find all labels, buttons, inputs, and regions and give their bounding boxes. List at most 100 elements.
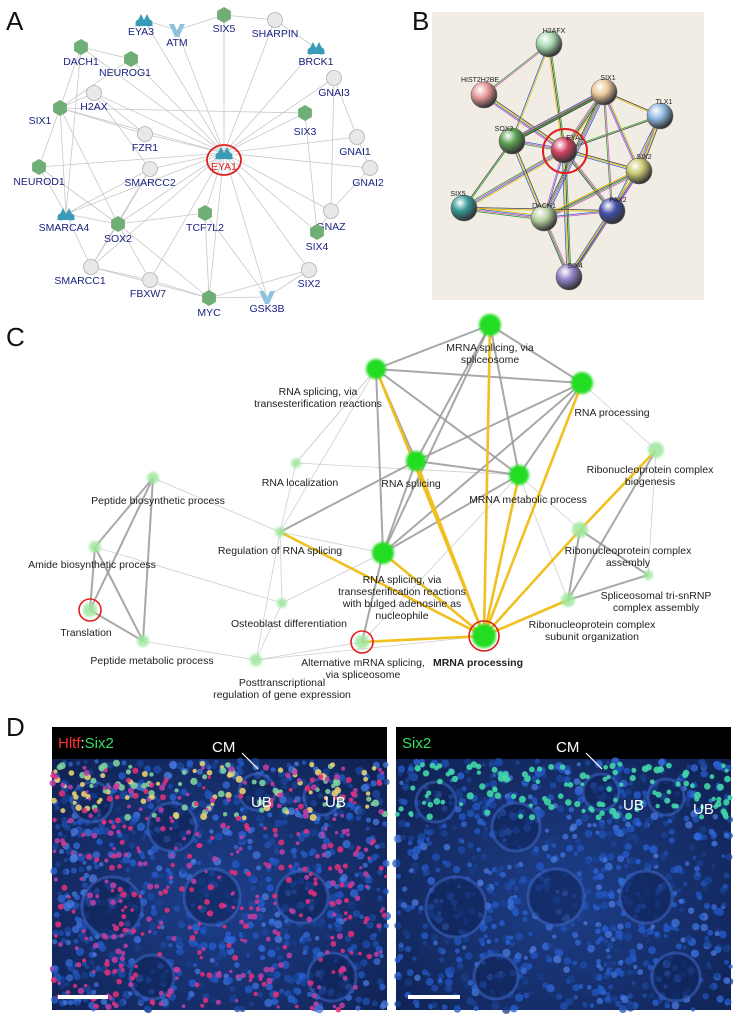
edge-eya1-tcf7l2 <box>204 152 225 214</box>
edge-gnai2-gnaz <box>330 167 371 212</box>
edge-amide-biosynthetic-peptide-metabolic <box>94 546 144 642</box>
tubule-structures <box>70 772 358 1003</box>
term-peptide-metabolic: Peptide metabolic process <box>90 635 214 667</box>
edge-peptide-biosynthetic-peptide-metabolic <box>142 477 154 642</box>
edge-eya1-smarca4 <box>65 152 225 215</box>
edge-smarca4-smarcc1 <box>65 213 92 268</box>
term-translation: Translation <box>60 603 112 639</box>
edge-eya1-dach1 <box>80 46 225 154</box>
node-label-dach1: DACH1 <box>532 203 556 210</box>
edge-eya1-h2ax <box>93 92 225 154</box>
edge-eya1-myc <box>208 152 225 299</box>
edge-rna-localization-mrna-metabolic <box>295 462 520 476</box>
node-smarca4: SMARCA4 <box>39 208 90 234</box>
edge-regulation-rna-splicing-osteoblast <box>279 531 283 604</box>
edge-sox2-six5 <box>463 140 513 209</box>
edge-atm-six5 <box>176 14 225 31</box>
edge-regulation-rna-splicing-rna-splicing-bulged <box>279 531 384 554</box>
node-label-eya1: EYA1 <box>566 135 583 142</box>
edge-eya1-smarcc2 <box>149 152 225 170</box>
hltf-positive-cells <box>49 764 388 1013</box>
term-label-translation: Translation <box>60 627 112 639</box>
term-label-rna-processing: RNA processing <box>574 407 649 419</box>
edge-six4-six2 <box>567 170 641 278</box>
edge-eya1-six5 <box>462 147 566 211</box>
edge-six3-six4 <box>304 112 318 233</box>
edge-sharpin-brck1 <box>274 19 317 49</box>
term-label-osteoblast: Osteoblast differentiation <box>231 618 347 630</box>
node-label-eya3: EYA3 <box>128 26 154 38</box>
edge-six1-sox2 <box>511 90 605 143</box>
term-label-peptide-biosynthetic: Peptide biosynthetic process <box>91 495 225 507</box>
edge-rnp-assembly-mrna-metabolic <box>518 474 581 531</box>
panel-letter-a: A <box>6 6 24 36</box>
edge-sox2-tcf7l2 <box>117 212 206 225</box>
node-gnai2: GNAI2 <box>352 160 384 189</box>
micrograph-left-legend: Hltf:Six2 <box>58 735 114 752</box>
edge-smarcc1-fbxw7 <box>90 266 151 281</box>
cm-pointer-line <box>241 752 259 770</box>
term-mrna-processing: MRNA processing <box>433 624 523 669</box>
node-label-sharpin: SHARPIN <box>252 28 299 40</box>
node-six3: SIX3 <box>294 105 317 138</box>
term-alt-mrna-splicing: Alternative mRNA splicing,via spliceosom… <box>301 635 425 681</box>
node-label-gnai2: GNAI2 <box>352 177 384 189</box>
node-label-six3: SIX3 <box>294 126 317 138</box>
edge-mrna-processing-mrna-splicing-spliceosome <box>482 324 492 637</box>
tissue-edge-background <box>52 727 387 759</box>
edge-rnp-subunit-tri-snrnp <box>567 574 649 601</box>
node-label-gnai1: GNAI1 <box>339 146 371 158</box>
edge-six1-pax2 <box>602 91 614 212</box>
term-label-alt-mrna-splicing: Alternative mRNA splicing,via spliceosom… <box>301 657 425 681</box>
edge-mrna-processing-rna-processing <box>482 382 584 637</box>
scale-bar-left <box>58 995 108 999</box>
node-label-dach1: DACH1 <box>63 56 99 68</box>
node-h2afx: H2AFX <box>535 28 566 58</box>
node-atm: ATM <box>166 24 188 49</box>
edge-mrna-splicing-spliceosome-rna-splicing <box>415 324 491 462</box>
edge-posttranscriptional-alt-mrna-splicing <box>255 641 363 661</box>
node-label-neurog1: NEUROG1 <box>99 67 151 79</box>
node-eya1: EYA1 <box>211 147 237 173</box>
node-six1: SIX1 <box>590 75 618 106</box>
edge-eya1-six2 <box>223 152 310 271</box>
node-label-six5: SIX5 <box>450 191 465 198</box>
legend-hltf: Hltf <box>58 735 81 752</box>
node-six1: SIX1 <box>29 100 67 127</box>
edge-six1-sox2 <box>59 107 119 225</box>
node-gsk3b: GSK3B <box>249 291 285 315</box>
edge-eya1-sharpin <box>223 19 276 154</box>
node-dach1: DACH1 <box>63 39 99 68</box>
node-myc: MYC <box>197 290 221 319</box>
edge-mrna-processing-rna-splicing-bulged <box>382 551 485 638</box>
edge-mrna-splicing-spliceosome-mrna-metabolic <box>489 324 520 476</box>
node-label-gsk3b: GSK3B <box>249 303 284 315</box>
node-gnai1: GNAI1 <box>339 129 371 158</box>
term-label-rna-splicing: RNA splicing <box>381 478 441 490</box>
tubule-structures <box>414 772 702 1003</box>
edge-mrna-processing-mrna-metabolic <box>482 474 521 637</box>
node-label-sox2: SOX2 <box>104 233 132 245</box>
edge-h2afx-eya1 <box>547 43 566 151</box>
edge-rna-localization-regulation-rna-splicing <box>279 462 297 533</box>
edge-sox2-six1 <box>510 89 606 144</box>
edge-peptide-biosynthetic-amide-biosynthetic <box>94 477 154 548</box>
node-fzr1: FZR1 <box>132 126 158 154</box>
edge-eya1-neurod1 <box>38 152 225 168</box>
node-label-gnai3: GNAI3 <box>318 87 350 99</box>
edge-eya1-fbxw7 <box>149 152 225 281</box>
term-regulation-rna-splicing: Regulation of RNA splicing <box>218 527 342 557</box>
edge-mrna-metabolic-rna-splicing-bulged <box>382 474 520 554</box>
node-label-six2: SIX2 <box>636 154 651 161</box>
